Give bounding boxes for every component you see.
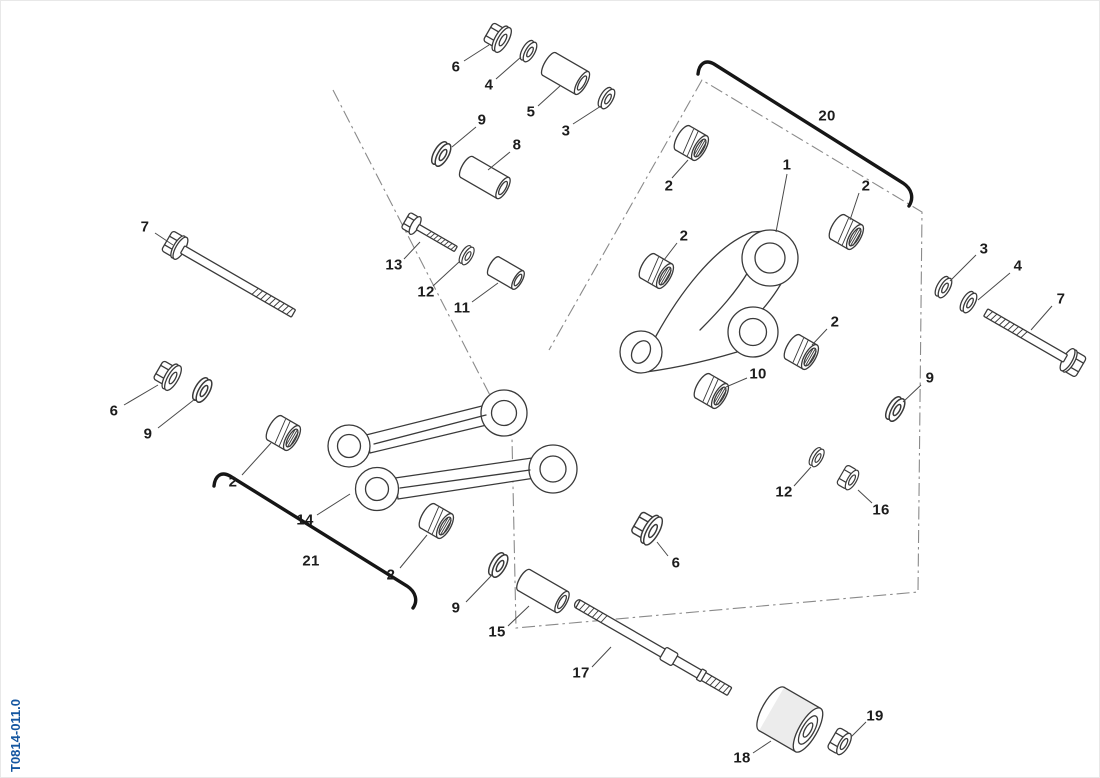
part-callout: 4 — [484, 76, 494, 94]
part-washer-4-right — [956, 288, 981, 316]
part-spacer-15 — [516, 568, 570, 614]
part-nut-6-left — [150, 356, 186, 394]
drawing-number: T0814-011.0 — [8, 698, 23, 772]
part-callout: 15 — [488, 623, 506, 641]
part-bolt-13 — [401, 212, 458, 252]
part-callout: 4 — [1013, 257, 1023, 275]
part-nut-16 — [835, 463, 862, 493]
part-washer-12-left — [456, 243, 478, 268]
part-nut-6-top — [480, 18, 516, 56]
group-bracket-20 — [696, 60, 914, 208]
part-callout: 2 — [664, 177, 674, 195]
part-bushing-2-a — [670, 122, 713, 164]
part-callout: 17 — [572, 664, 590, 682]
part-washer-4-top — [516, 37, 541, 65]
leader-lines — [123, 44, 1053, 754]
part-callout: 10 — [749, 365, 767, 383]
part-spacer-8 — [458, 155, 511, 200]
part-callout: 9 — [143, 425, 153, 443]
part-callout: 2 — [830, 313, 840, 331]
part-bushing-10 — [690, 370, 733, 412]
part-callout: 13 — [385, 256, 403, 274]
part-spacer-11 — [486, 256, 525, 290]
part-callout: 6 — [451, 58, 461, 76]
part-bushing-2-b — [825, 211, 868, 253]
part-callout: 2 — [386, 566, 396, 584]
part-washer-9-right — [881, 393, 909, 425]
group-bracket-21 — [212, 472, 418, 610]
part-bushing-2-d — [780, 331, 823, 373]
part-washer-9-top — [427, 138, 455, 170]
part-bushing-2-c — [635, 250, 678, 292]
group-callout-21: 21 — [302, 552, 320, 570]
group-callout-20: 20 — [818, 107, 836, 125]
part-callout: 2 — [228, 473, 238, 491]
part-linkage-1 — [619, 229, 799, 374]
part-washer-12-right — [806, 445, 828, 470]
part-shaft-17 — [573, 599, 733, 696]
part-callout: 9 — [925, 369, 935, 387]
part-bolt-7-right — [983, 308, 1087, 378]
part-callout: 9 — [451, 599, 461, 617]
part-callout: 16 — [872, 501, 890, 519]
part-bushing-2-f — [415, 500, 458, 542]
part-callout: 19 — [866, 707, 884, 725]
part-callout: 5 — [526, 103, 536, 121]
part-callout: 3 — [979, 240, 989, 258]
part-callout: 8 — [512, 136, 522, 154]
part-callout: 12 — [417, 283, 435, 301]
part-spacer-5 — [540, 51, 591, 96]
part-callout: 9 — [477, 111, 487, 129]
part-callout: 7 — [140, 218, 150, 236]
part-callout: 6 — [109, 402, 119, 420]
part-callout: 2 — [861, 177, 871, 195]
part-callout: 1 — [782, 156, 792, 174]
part-bushing-2-e — [262, 412, 305, 454]
part-washer-9-bottom — [484, 549, 512, 581]
part-callout: 7 — [1056, 290, 1066, 308]
part-callout: 2 — [679, 227, 689, 245]
group-outline — [332, 79, 923, 629]
part-roller-18 — [756, 686, 824, 753]
part-nut-19 — [826, 726, 855, 758]
part-callout: 3 — [561, 122, 571, 140]
part-callout: 18 — [733, 749, 751, 767]
part-nut-6-center — [627, 507, 667, 549]
part-linkage-arms-14 — [327, 389, 578, 512]
part-callout: 11 — [453, 299, 471, 317]
part-bolt-7-left — [161, 230, 296, 318]
part-callout: 14 — [296, 511, 314, 529]
part-callout: 12 — [775, 483, 793, 501]
part-callout: 6 — [671, 554, 681, 572]
part-washer-3-right — [931, 273, 956, 301]
